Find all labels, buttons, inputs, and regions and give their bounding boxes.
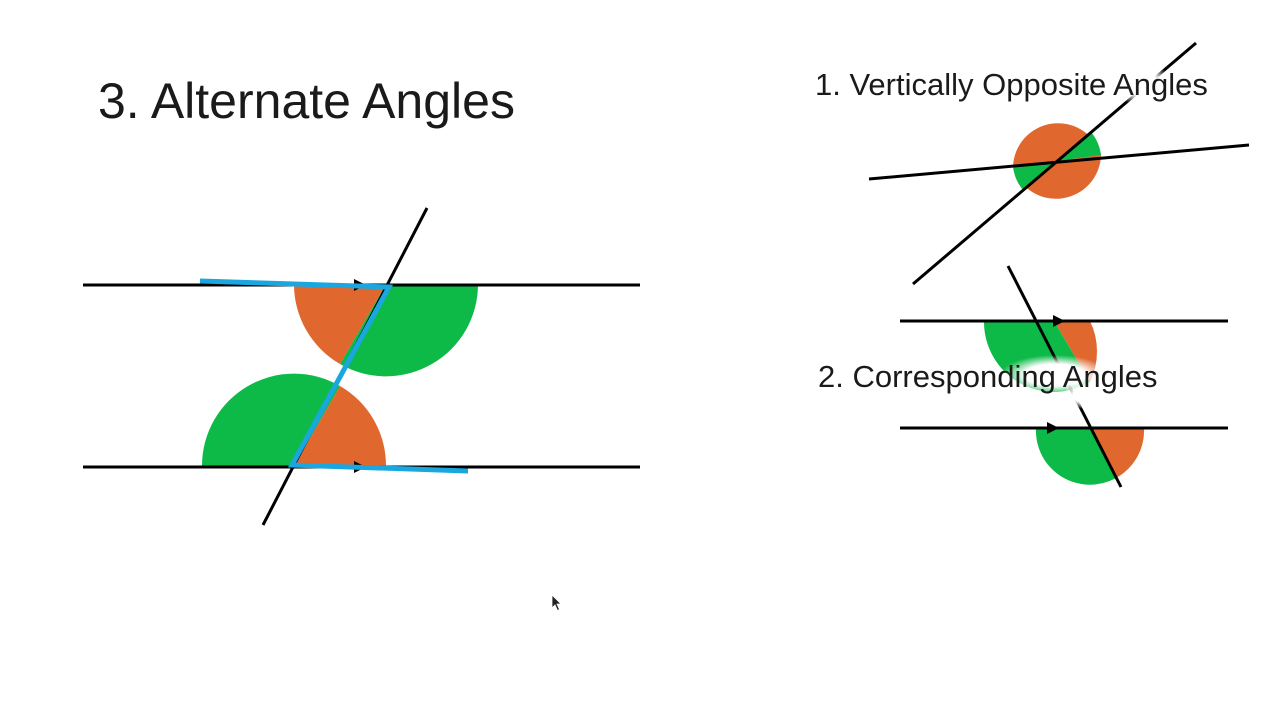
ca-parallel-arrow-upper [1053,315,1065,327]
z-shape-highlight [199,278,469,474]
label-corresponding: 2. Corresponding Angles [818,359,1158,394]
corresponding-figure [900,265,1228,488]
upper-orange-angle [293,284,386,364]
slide-title: 3. Alternate Angles [98,73,515,129]
vo-green-angle-left [1013,161,1057,190]
vertically-opposite-figure [868,41,1250,286]
lower-orange-angle [294,386,387,466]
ca-lower-green-angle [1035,428,1116,485]
ca-parallel-arrow-lower [1047,422,1059,434]
ca-lower-orange-angle [1090,428,1145,478]
ca-label-fade-right [1063,381,1107,409]
label-vertically-opposite: 1. Vertically Opposite Angles [815,67,1208,102]
alternate-angles-figure [83,207,640,526]
vo-label-fade [1110,60,1170,105]
mouse-pointer-icon [551,594,562,612]
vo-line-shallow [868,143,1250,181]
